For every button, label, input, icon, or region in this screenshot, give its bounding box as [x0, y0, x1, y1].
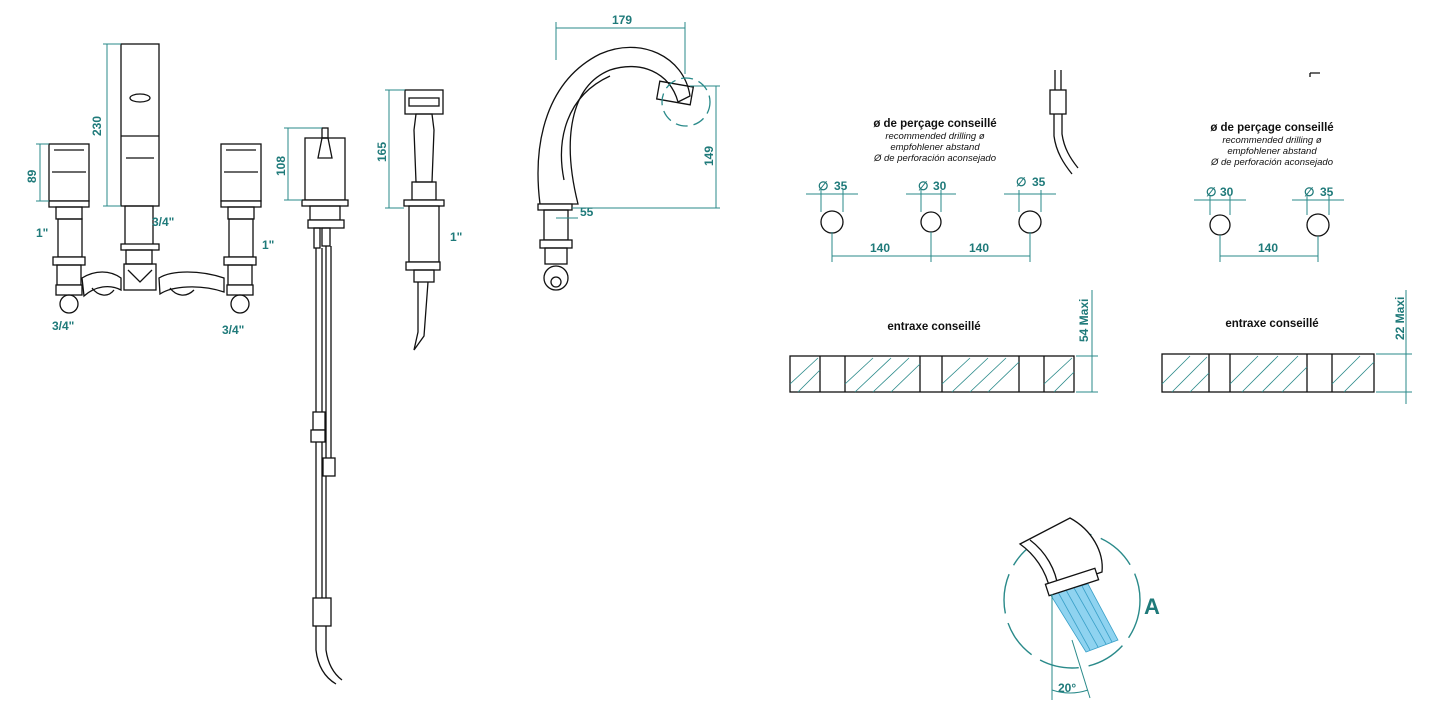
- handshower-assembly: [403, 89, 445, 351]
- angle-label: 20°: [1058, 681, 1076, 695]
- outlet-right-label: 3/4": [222, 323, 244, 337]
- drilling-2hole-heading: ø de perçage conseillé: [1210, 122, 1333, 134]
- mixer-assembly: [48, 43, 262, 314]
- body-height-label: 230: [90, 116, 104, 136]
- drilling-2hole-center-label: entraxe conseillé: [1225, 318, 1318, 330]
- drill-2-d1-label: 30: [1220, 185, 1234, 199]
- drilling-2hole: ø de perçage conseillé recommended drill…: [1161, 122, 1412, 404]
- drill-3-d3-label: 35: [1032, 175, 1046, 189]
- spout-dimensions: 179 149 55: [555, 13, 720, 219]
- d4-symbol: ∅: [1206, 185, 1216, 199]
- handshower-thread-label: 1": [450, 230, 462, 244]
- drilling-3hole-line1: recommended drilling ø: [885, 131, 984, 142]
- detail-a-label: A: [1144, 594, 1160, 619]
- inlet-left-label: 1": [36, 226, 48, 240]
- drill-2-max-label: 22 Maxi: [1393, 297, 1407, 340]
- handshower-height-label: 165: [375, 142, 389, 162]
- d5-symbol: ∅: [1304, 185, 1314, 199]
- drill-3-d2-label: 30: [933, 179, 947, 193]
- inlet-right-label: 1": [262, 238, 274, 252]
- diverter-dimensions: 108: [274, 127, 322, 201]
- drill-2-spacing-label: 140: [1258, 241, 1278, 255]
- hose-fragment: [1049, 70, 1320, 175]
- spout-height-label: 149: [702, 146, 716, 166]
- drilling-2hole-line1: recommended drilling ø: [1222, 135, 1321, 146]
- spout-assembly: [537, 46, 711, 291]
- spout-reach-label: 179: [612, 13, 632, 27]
- drill-3-spacing2-label: 140: [969, 241, 989, 255]
- drilling-3hole-line2: empfohlener abstand: [890, 142, 980, 153]
- handle-height-label: 89: [25, 169, 39, 183]
- spout-base-label: 55: [580, 205, 594, 219]
- diverter-assembly: [301, 127, 349, 685]
- d2-symbol: ∅: [918, 179, 928, 193]
- d1-symbol: ∅: [818, 179, 828, 193]
- drilling-3hole-heading: ø de perçage conseillé: [873, 118, 996, 130]
- drilling-2hole-line3: Ø de perforación aconsejado: [1210, 157, 1333, 168]
- drilling-3hole-line3: Ø de perforación aconsejado: [873, 153, 996, 164]
- d3-symbol: ∅: [1016, 175, 1026, 189]
- drilling-3hole-center-label: entraxe conseillé: [887, 321, 980, 333]
- center-outlet-label: 3/4": [152, 215, 174, 229]
- mixer-dimensions: 230 89 1" 1" 3/4" 3/4" 3/4": [25, 43, 274, 337]
- detail-a: 20° A: [1003, 517, 1160, 700]
- drill-3-d1-label: 35: [834, 179, 848, 193]
- outlet-left-label: 3/4": [52, 319, 74, 333]
- handshower-dimensions: 165 1": [375, 89, 462, 244]
- drill-2-d2-label: 35: [1320, 185, 1334, 199]
- drill-3-spacing1-label: 140: [870, 241, 890, 255]
- drill-3-max-label: 54 Maxi: [1077, 299, 1091, 342]
- drilling-3hole: ø de perçage conseillé recommended drill…: [789, 118, 1098, 393]
- diverter-height-label: 108: [274, 156, 288, 176]
- drilling-2hole-line2: empfohlener abstand: [1227, 146, 1317, 157]
